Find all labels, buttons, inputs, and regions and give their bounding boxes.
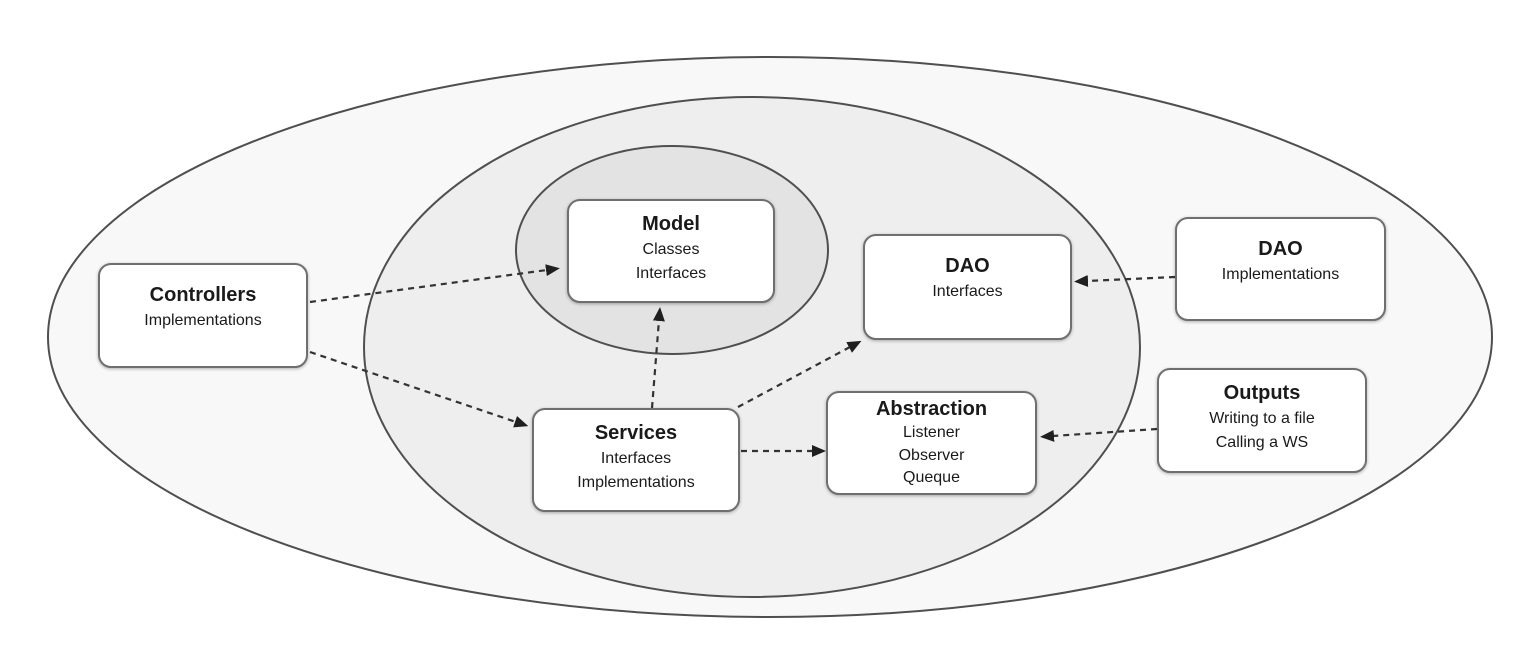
- node-controllers-line: Implementations: [144, 312, 262, 329]
- node-outputs-line: Calling a WS: [1215, 434, 1309, 451]
- node-services-line: Implementations: [577, 474, 695, 491]
- node-dao-interfaces-line: Interfaces: [932, 283, 1003, 300]
- arrow-services-to-model: [650, 307, 665, 409]
- arrow-controllers-to-services: [309, 350, 529, 428]
- node-abstraction-line: Observer: [898, 446, 965, 464]
- node-services: Services Interfaces Implementations: [532, 408, 740, 512]
- node-controllers-title: Controllers: [149, 284, 257, 306]
- node-dao-interfaces: DAO Interfaces: [863, 234, 1072, 340]
- arrow-controllers-to-model: [309, 264, 560, 304]
- node-services-title: Services: [594, 422, 678, 444]
- node-outputs-title: Outputs: [1223, 382, 1301, 404]
- node-model-line: Interfaces: [635, 265, 707, 282]
- node-dao-implementations-line: Implementations: [1221, 266, 1340, 283]
- node-abstraction-title: Abstraction: [875, 398, 988, 420]
- node-model-title: Model: [642, 213, 700, 235]
- node-outputs: Outputs Writing to a file Calling a WS: [1157, 368, 1367, 473]
- node-dao-interfaces-title: DAO: [945, 255, 990, 277]
- arrow-dao-implementations-to-dao-interfaces: [1074, 274, 1176, 287]
- node-dao-implementations: DAO Implementations: [1175, 217, 1386, 321]
- node-abstraction: Abstraction Listener Observer Queque: [826, 391, 1037, 495]
- node-abstraction-line: Listener: [903, 424, 960, 441]
- node-controllers: Controllers Implementations: [98, 263, 308, 368]
- node-services-line: Interfaces: [600, 450, 672, 467]
- node-model: Model Classes Interfaces: [567, 199, 775, 303]
- node-dao-implementations-title: DAO: [1258, 238, 1303, 260]
- node-model-line: Classes: [642, 241, 700, 258]
- node-outputs-line: Writing to a file: [1209, 410, 1315, 427]
- node-abstraction-line: Queque: [903, 469, 960, 486]
